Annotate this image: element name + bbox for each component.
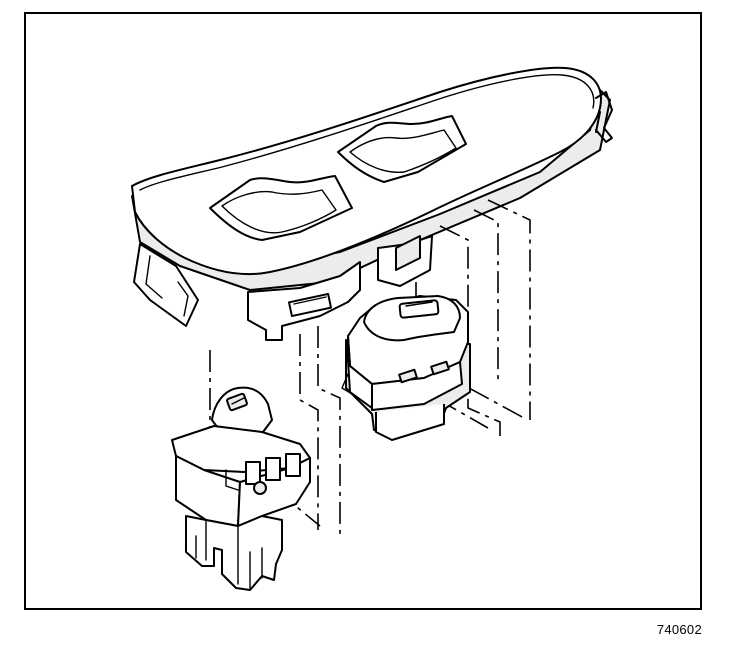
bezel-opening-left — [209, 175, 353, 241]
window-switch-left — [171, 386, 311, 591]
figure-number: 740602 — [656, 622, 702, 637]
bezel-opening-right — [337, 115, 467, 183]
switch-bezel — [131, 66, 613, 341]
diagram-frame — [24, 12, 702, 610]
bezel-rear-boss — [377, 235, 433, 287]
window-switch-right — [341, 295, 471, 441]
bezel-clip-left — [133, 243, 199, 327]
bezel-mounting-tab — [247, 261, 361, 341]
bezel-clip-right — [595, 91, 613, 143]
